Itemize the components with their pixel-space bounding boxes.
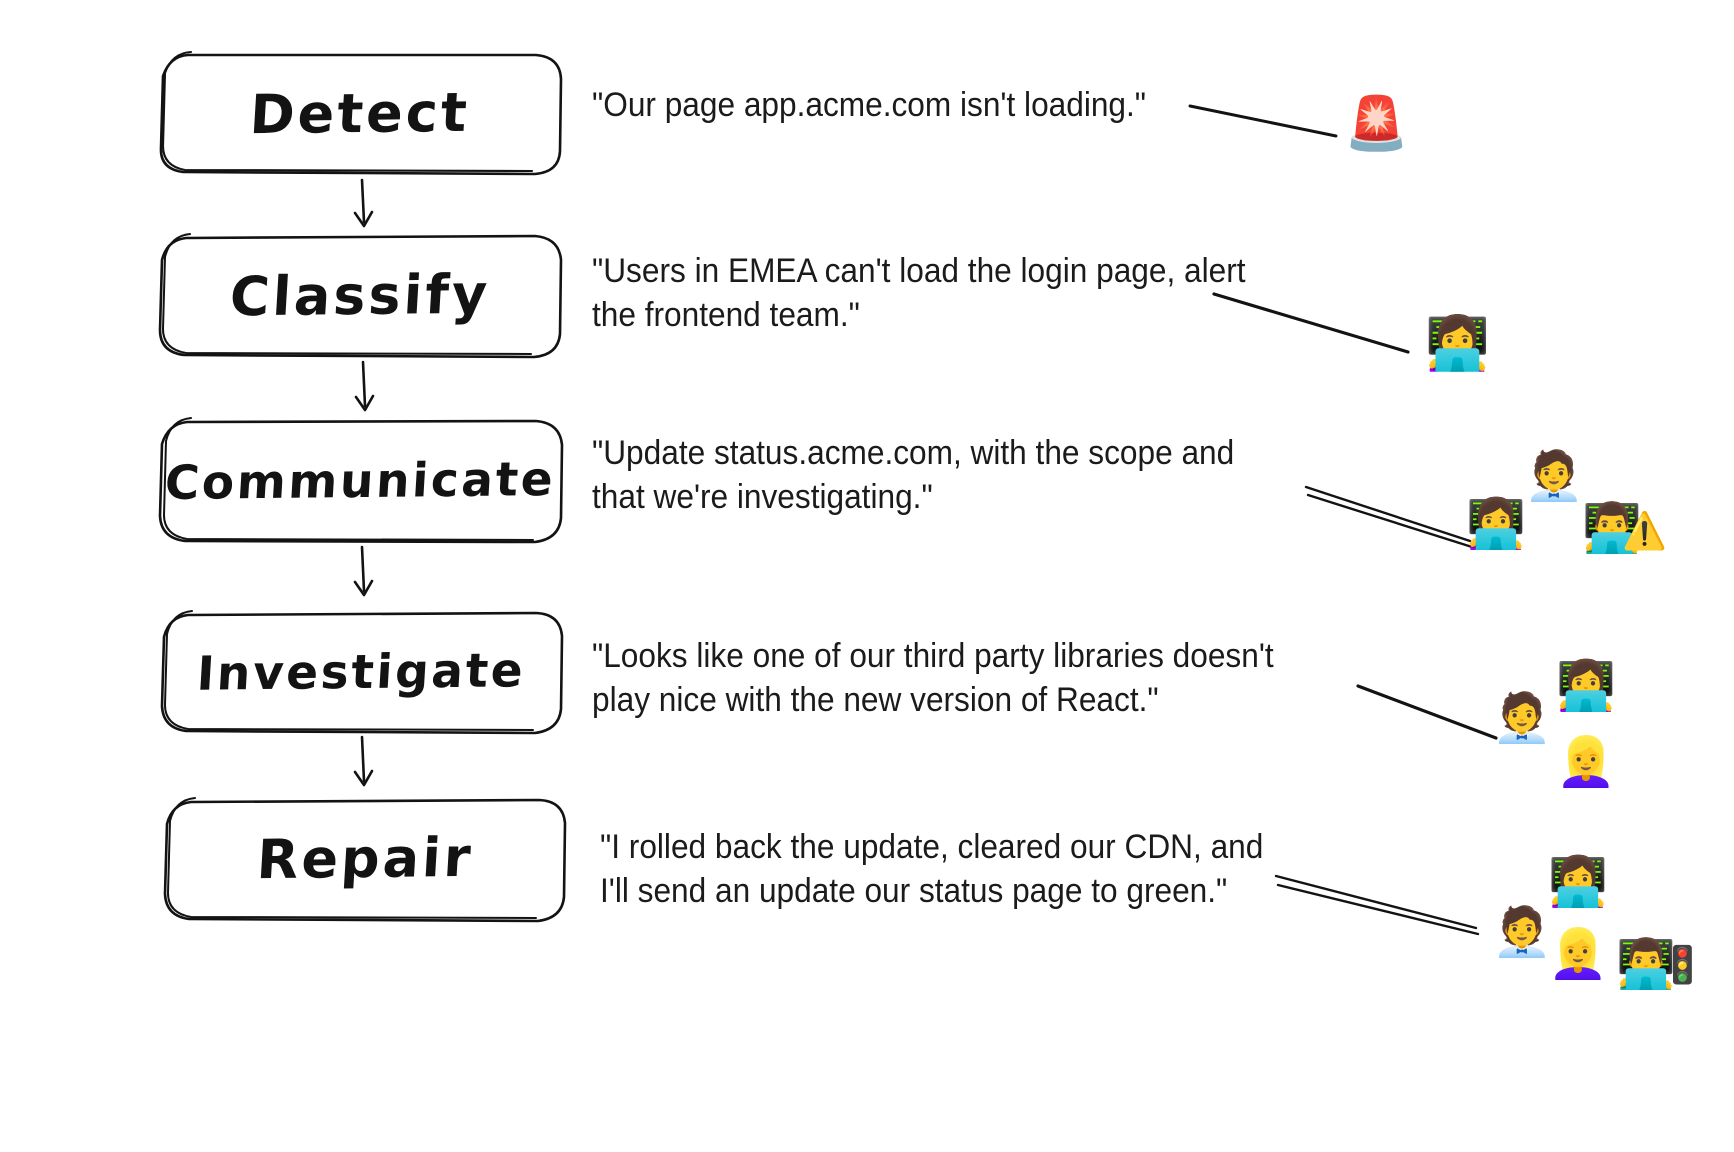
office-worker-emoji: 🧑‍💼 [1492, 904, 1552, 960]
connector-investigate-repair [353, 735, 374, 787]
flow-step-label: Communicate [163, 451, 557, 511]
blond-woman-technologist-emoji: 👱‍♀️ [1556, 734, 1616, 790]
woman-technologist-emoji: 👩‍💻 [1556, 658, 1616, 714]
siren-emoji: 🚨 [1344, 94, 1409, 154]
blond-woman-technologist-emoji: 👱‍♀️ [1548, 926, 1608, 982]
woman-technologist-emoji: 👩‍💻 [1425, 314, 1490, 374]
quote-communicate: "Update status.acme.com, with the scope … [592, 434, 1235, 516]
office-worker-emoji: 🧑‍💼 [1492, 690, 1552, 746]
connector-classify-communicate [354, 360, 375, 412]
traffic-light-emoji: 🚦 [1660, 945, 1705, 986]
flow-step-label: Classify [228, 262, 492, 329]
flow-step-label: Detect [248, 80, 472, 147]
pointer-line-detect [1188, 104, 1338, 138]
man-technologist-emoji: 👨‍💻 [1616, 936, 1676, 992]
connector-communicate-investigate [353, 545, 374, 597]
warning-emoji: ⚠️ [1622, 511, 1667, 552]
quote-investigate: "Looks like one of our third party libra… [592, 637, 1274, 719]
flow-step-detect[interactable]: Detect [150, 48, 570, 180]
flow-step-label: Repair [254, 825, 476, 892]
flow-step-communicate[interactable]: Communicate [150, 415, 570, 547]
man-technologist-emoji: 👨‍💻 [1582, 500, 1642, 556]
quote-classify: "Users in EMEA can't load the login page… [592, 252, 1246, 334]
pointer-line-communicate [1304, 485, 1474, 549]
flow-step-classify[interactable]: Classify [150, 230, 570, 362]
woman-technologist-emoji: 👩‍💻 [1466, 496, 1526, 552]
flow-step-repair[interactable]: Repair [156, 793, 574, 925]
quote-detect: "Our page app.acme.com isn't loading." [592, 86, 1147, 124]
connector-detect-classify [353, 178, 374, 228]
woman-technologist-emoji: 👩‍💻 [1548, 854, 1608, 910]
flow-step-label: Investigate [195, 642, 527, 702]
office-worker-emoji: 🧑‍💼 [1524, 448, 1584, 504]
quote-repair: "I rolled back the update, cleared our C… [600, 828, 1264, 910]
flow-step-investigate[interactable]: Investigate [152, 607, 570, 737]
